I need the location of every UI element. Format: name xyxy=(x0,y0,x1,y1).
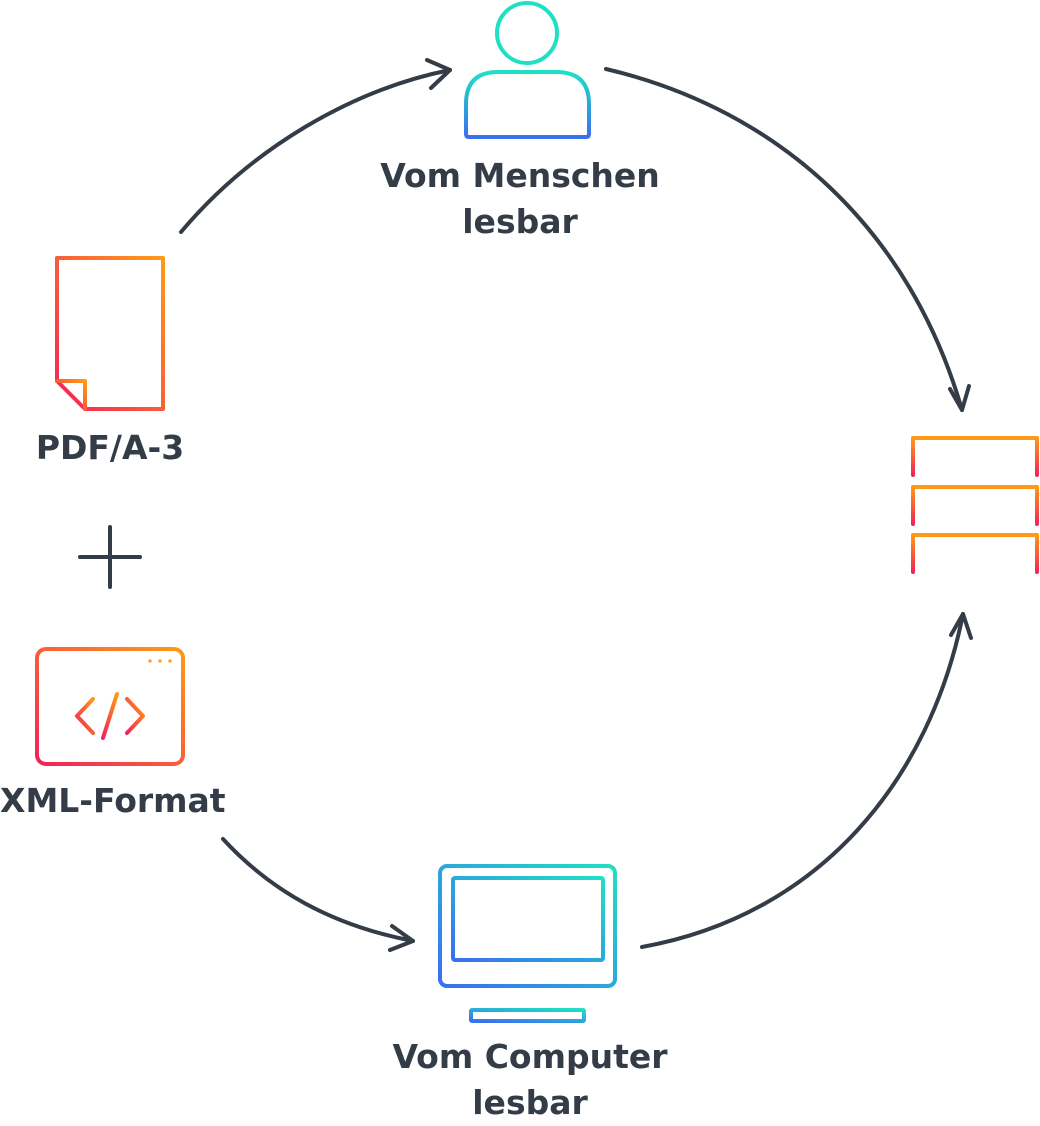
human-readable-label-line1: Vom Menschen xyxy=(380,156,660,195)
computer-readable-label: Vom Computer lesbar xyxy=(350,1034,710,1126)
human-readable-label: Vom Menschen lesbar xyxy=(350,153,690,245)
arrow-computer-to-server xyxy=(640,612,973,949)
arrow-xml-to-computer xyxy=(221,837,415,952)
human-readable-label-line2: lesbar xyxy=(462,202,578,241)
plus-icon xyxy=(78,525,142,589)
code-window-icon xyxy=(35,647,185,766)
monitor-icon xyxy=(438,864,617,1023)
person-icon xyxy=(464,1,591,139)
document-icon xyxy=(55,256,165,411)
computer-readable-label-line1: Vom Computer xyxy=(392,1037,668,1076)
xml-format-label: XML-Format xyxy=(0,781,226,820)
arrow-pdf-to-human xyxy=(179,58,452,234)
pdf-label: PDF/A-3 xyxy=(35,428,185,467)
computer-readable-label-line2: lesbar xyxy=(472,1083,588,1122)
server-icon xyxy=(911,436,1039,586)
arrow-human-to-server xyxy=(604,67,971,412)
